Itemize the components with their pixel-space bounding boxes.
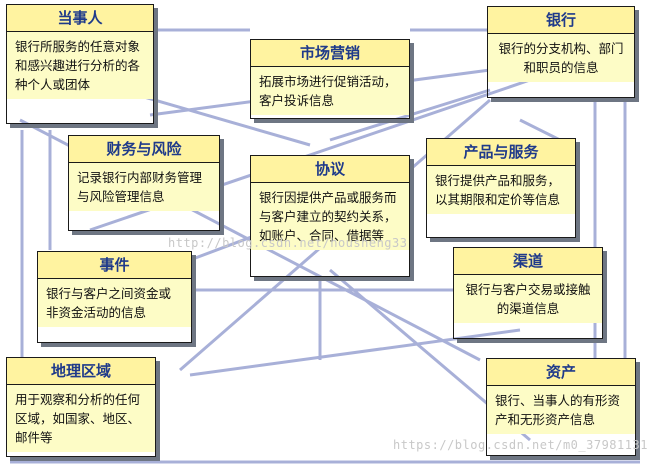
asset-box[interactable]: 资产 银行、当事人的有形资产和无形资产信息 xyxy=(486,358,636,456)
product-service-title: 产品与服务 xyxy=(427,139,575,166)
region-title: 地理区域 xyxy=(7,358,155,385)
marketing-desc: 拓展市场进行促销活动，客户投诉信息 xyxy=(251,67,409,115)
marketing-box[interactable]: 市场营销 拓展市场进行促销活动，客户投诉信息 xyxy=(250,39,410,119)
channel-title: 渠道 xyxy=(454,248,602,275)
agreement-box[interactable]: 协议 银行因提供产品或服务而与客户建立的契约关系，如账户、合同、借据等 xyxy=(250,155,410,277)
watermark-middle: http://blog.csdn.net/housheng33 xyxy=(168,236,408,250)
event-desc: 银行与客户之间资金或非资金活动的信息 xyxy=(38,279,191,327)
bank-box[interactable]: 银行 银行的分支机构、部门和职员的信息 xyxy=(487,6,635,98)
product-service-box[interactable]: 产品与服务 银行提供产品和服务，以其期限和定价等信息 xyxy=(426,138,576,238)
event-title: 事件 xyxy=(38,252,191,279)
bank-desc: 银行的分支机构、部门和职员的信息 xyxy=(488,34,634,82)
party-box[interactable]: 当事人 银行所服务的任意对象和感兴趣进行分析的各种个人或团体 xyxy=(6,4,154,124)
event-box[interactable]: 事件 银行与客户之间资金或非资金活动的信息 xyxy=(37,251,192,343)
asset-desc: 银行、当事人的有形资产和无形资产信息 xyxy=(487,386,635,434)
marketing-title: 市场营销 xyxy=(251,40,409,67)
agreement-desc: 银行因提供产品或服务而与客户建立的契约关系，如账户、合同、借据等 xyxy=(251,183,409,250)
asset-title: 资产 xyxy=(487,359,635,386)
finance-risk-box[interactable]: 财务与风险 记录银行内部财务管理与风险管理信息 xyxy=(68,135,220,231)
channel-box[interactable]: 渠道 银行与客户交易或接触的渠道信息 xyxy=(453,247,603,339)
region-desc: 用于观察和分析的任何区域，如国家、地区、邮件等 xyxy=(7,385,155,452)
party-desc: 银行所服务的任意对象和感兴趣进行分析的各种个人或团体 xyxy=(7,32,153,99)
region-box[interactable]: 地理区域 用于观察和分析的任何区域，如国家、地区、邮件等 xyxy=(6,357,156,457)
product-service-desc: 银行提供产品和服务，以其期限和定价等信息 xyxy=(427,166,575,214)
party-title: 当事人 xyxy=(7,5,153,32)
finance-risk-desc: 记录银行内部财务管理与风险管理信息 xyxy=(69,163,219,211)
watermark-bottom: https://blog.csdn.net/m0_37981131 xyxy=(393,438,647,452)
bank-title: 银行 xyxy=(488,7,634,34)
finance-risk-title: 财务与风险 xyxy=(69,136,219,163)
agreement-title: 协议 xyxy=(251,156,409,183)
channel-desc: 银行与客户交易或接触的渠道信息 xyxy=(454,275,602,323)
